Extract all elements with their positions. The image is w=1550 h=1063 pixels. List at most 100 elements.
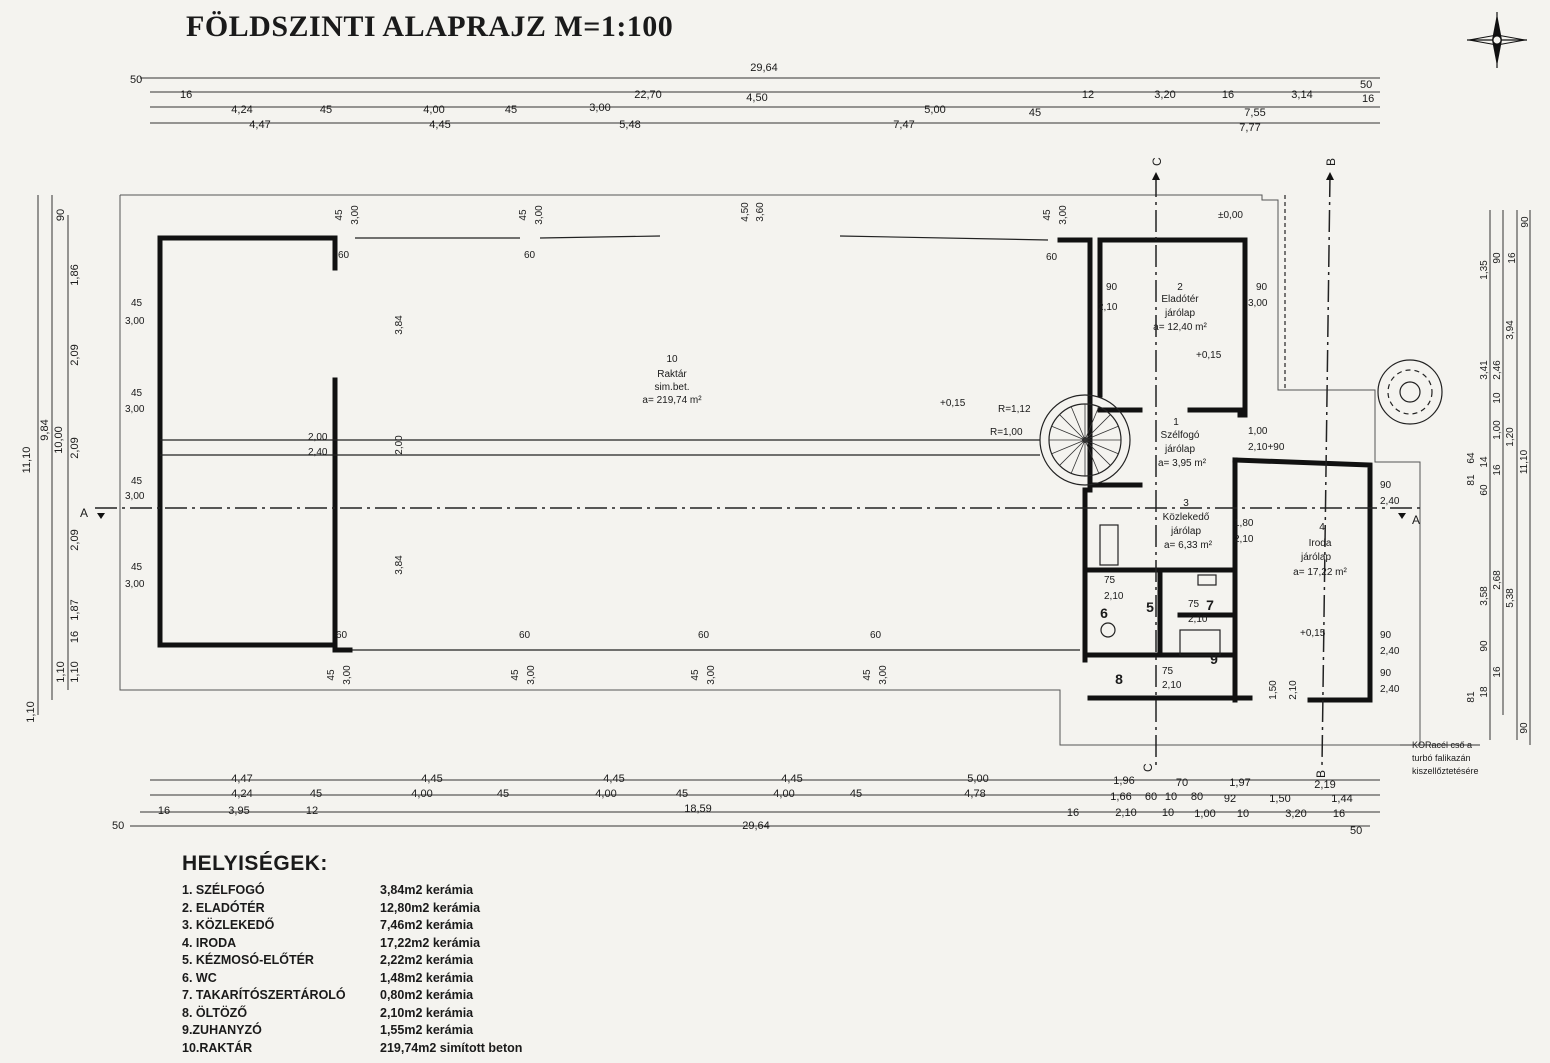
legend-room-area: 7,46m2 kerámia	[380, 918, 474, 932]
dim-t3-7: 45	[1029, 107, 1041, 119]
legend-room-area: 0,80m2 kerámia	[380, 988, 474, 1002]
level-iroda: +0,15	[1300, 628, 1326, 639]
dim-75-a: 75	[1104, 575, 1116, 586]
dim-l-8: 1,10	[69, 661, 81, 682]
dim-t2-3: 3,20	[1154, 89, 1175, 101]
legend-room-name: 5. KÉZMOSÓ-ELŐTÉR	[182, 953, 314, 967]
legend-room-area: 1,48m2 kerámia	[380, 970, 474, 985]
section-c-bottom: C	[1141, 763, 1155, 772]
dim-bot-60-a: 60	[336, 630, 348, 641]
dim-b1-2: 4,45	[603, 773, 624, 785]
dim-l-9: 1,10	[25, 701, 37, 722]
dim-r-21: 81	[1466, 691, 1477, 703]
terrain-outline	[119, 194, 1421, 746]
dim-t4-0: 4,47	[249, 119, 270, 131]
dim-b2-5: 45	[676, 788, 688, 800]
dim-raktar-240: 2,40	[308, 447, 328, 458]
legend-room-name: 2. ELADÓTÉR	[182, 900, 265, 915]
dim-win-45-d: 45	[131, 562, 143, 573]
dim-r-8: 1,20	[1505, 427, 1516, 447]
szelfogo-name: Szélfogó	[1161, 430, 1200, 441]
dim-win-240-b: 2,40	[1380, 646, 1400, 657]
room-7-label: 7	[1206, 597, 1214, 613]
dim-t3-0: 4,24	[231, 104, 252, 116]
dim-l-3: 2,09	[69, 437, 81, 458]
dim-60-b: 60	[524, 250, 536, 261]
stair-tread	[1084, 414, 1111, 441]
dim-b1-0: 4,47	[231, 773, 252, 785]
dim-150: 1,50	[1268, 680, 1279, 700]
dimension-lines	[37, 77, 1531, 827]
dim-raktar-200b: 2,00	[308, 432, 328, 443]
dim-75-b: 75	[1188, 599, 1200, 610]
szelfogo-floor: járólap	[1164, 444, 1195, 455]
tree-icon	[1377, 359, 1443, 425]
dim-r-18: 5,38	[1505, 588, 1516, 608]
dim-r-3: 1,35	[1479, 260, 1490, 280]
stair-tread	[1070, 406, 1086, 441]
iroda-name: Iroda	[1309, 538, 1332, 549]
dim-top-left-edge: 50	[130, 74, 142, 86]
dim-l-7: 1,10	[55, 661, 67, 682]
dim-b2-1: 45	[310, 788, 322, 800]
section-b-bottom: B	[1314, 770, 1328, 778]
eladoter-no: 2	[1177, 282, 1183, 293]
dim-b2-10: 60	[1145, 791, 1157, 803]
dim-t2-2: 12	[1082, 89, 1094, 101]
legend-room-area: 219,74m2 simított beton	[380, 1040, 523, 1055]
note-line-2: turbó falikazán	[1412, 753, 1471, 763]
dim-r-4: 3,94	[1505, 320, 1516, 340]
dim-t3-1: 45	[320, 104, 332, 116]
dim-r-5: 2,46	[1492, 360, 1503, 380]
dim-b2-9: 1,66	[1110, 791, 1131, 803]
dim-b3-4: 16	[1067, 807, 1079, 819]
dim-win-240-a: 2,40	[1380, 496, 1400, 507]
legend-room-area: 3,84m2 kerámia	[380, 883, 474, 897]
dim-b2-6: 4,00	[773, 788, 794, 800]
dim-r-1: 16	[1507, 252, 1518, 264]
dim-210-d: 2,10	[1188, 614, 1208, 625]
level-raktar: +0,15	[940, 398, 966, 409]
dim-b2-15: 1,44	[1331, 793, 1352, 805]
stair-tread	[1084, 439, 1111, 466]
dim-r-15: 11,10	[1519, 449, 1530, 474]
level-zero: ±0,00	[1218, 210, 1243, 221]
dim-b2-3: 45	[497, 788, 509, 800]
dim-b3-10: 16	[1333, 808, 1345, 820]
dim-r-6: 3,41	[1479, 360, 1490, 380]
dim-210-e: 2,10	[1162, 680, 1182, 691]
legend-room-name: 6. WC	[182, 970, 217, 985]
dim-t3-2: 4,00	[423, 104, 444, 116]
section-c-top: C	[1150, 157, 1164, 166]
dim-door-180: 1,80	[1234, 518, 1254, 529]
dim-b2-12: 80	[1191, 791, 1203, 803]
dim-t3-3: 45	[505, 104, 517, 116]
dim-t3-5: 4,50	[746, 92, 767, 104]
stair-tread	[1084, 439, 1119, 455]
dim-win-45-a: 45	[131, 298, 143, 309]
room-5-label: 5	[1146, 599, 1154, 615]
dim-bot-300-b: 3,00	[526, 665, 537, 685]
dim-bot-45-a: 45	[326, 669, 337, 681]
dim-r-2: 90	[1492, 252, 1503, 264]
dim-win-240-c: 2,40	[1380, 684, 1400, 695]
dim-win-300-a: 3,00	[125, 316, 145, 327]
dim-door-450: 4,50	[740, 202, 751, 222]
stair-tread	[1084, 439, 1100, 474]
dim-win-90-a: 90	[1380, 480, 1392, 491]
kozlekedo-floor: járólap	[1170, 526, 1201, 537]
dim-b1-3: 4,45	[781, 773, 802, 785]
dim-t2-0: 16	[180, 89, 192, 101]
dim-r-0: 90	[1520, 216, 1531, 228]
dim-top-overall: 29,64	[750, 62, 778, 74]
legend-room-name: 9.ZUHANYZÓ	[182, 1023, 262, 1037]
dim-r-20: 16	[1492, 666, 1503, 678]
dim-75-c: 75	[1162, 666, 1174, 677]
dim-b3-3: 18,59	[684, 803, 712, 815]
stair-tread	[1051, 425, 1086, 441]
dim-210-c: 2,10	[1104, 591, 1124, 602]
legend-room-name: 3. KÖZLEKEDŐ	[182, 918, 275, 932]
dim-top-300-a: 3,00	[350, 205, 361, 225]
room-8-label: 8	[1115, 671, 1123, 687]
